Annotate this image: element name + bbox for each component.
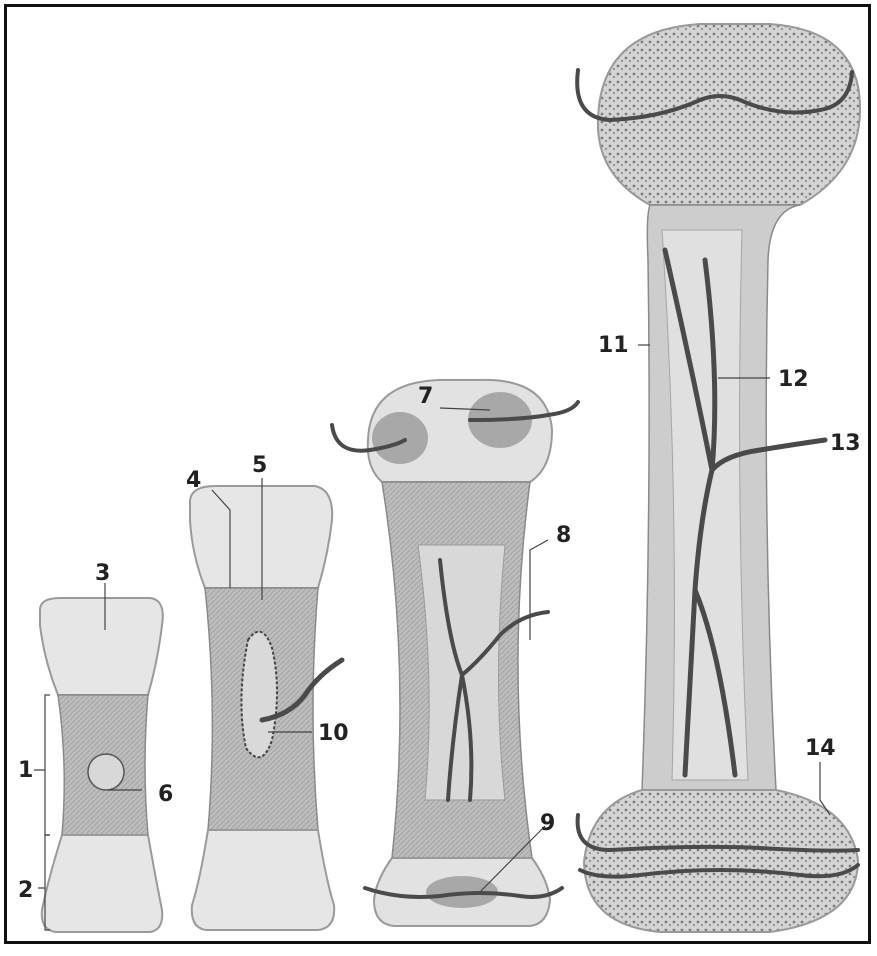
- stage2-cartilage-top: [190, 486, 332, 588]
- bone-stage-1: [40, 598, 163, 932]
- label-10: 10: [318, 721, 349, 746]
- stage1-cartilage-bottom: [42, 835, 162, 932]
- label-6: 6: [158, 782, 173, 807]
- label-13: 13: [830, 431, 861, 456]
- label-8: 8: [556, 523, 571, 548]
- label-3: 3: [95, 561, 110, 586]
- label-2: 2: [18, 878, 33, 903]
- label-12: 12: [778, 367, 809, 392]
- bone-stage-2: [190, 486, 342, 930]
- label-5: 5: [252, 453, 267, 478]
- stage4-distal-epiphysis: [584, 790, 858, 932]
- label-1: 1: [18, 758, 33, 783]
- label-14: 14: [805, 736, 836, 761]
- stage2-primary-ossification-center: [241, 632, 277, 758]
- stage1-cartilage-top: [40, 598, 163, 695]
- stage3-secondary-center-left: [372, 412, 428, 464]
- leader-1: [34, 695, 50, 835]
- bone-stage-3: [332, 380, 578, 926]
- label-11: 11: [598, 333, 629, 358]
- stage2-cartilage-bottom: [192, 830, 334, 930]
- label-7: 7: [418, 384, 433, 409]
- stage1-ossification-collar: [88, 754, 124, 790]
- stage4-proximal-epiphysis: [598, 24, 860, 205]
- label-9: 9: [540, 811, 555, 836]
- leader-8: [530, 540, 548, 640]
- label-4: 4: [186, 468, 201, 493]
- bone-stage-4: [577, 24, 860, 932]
